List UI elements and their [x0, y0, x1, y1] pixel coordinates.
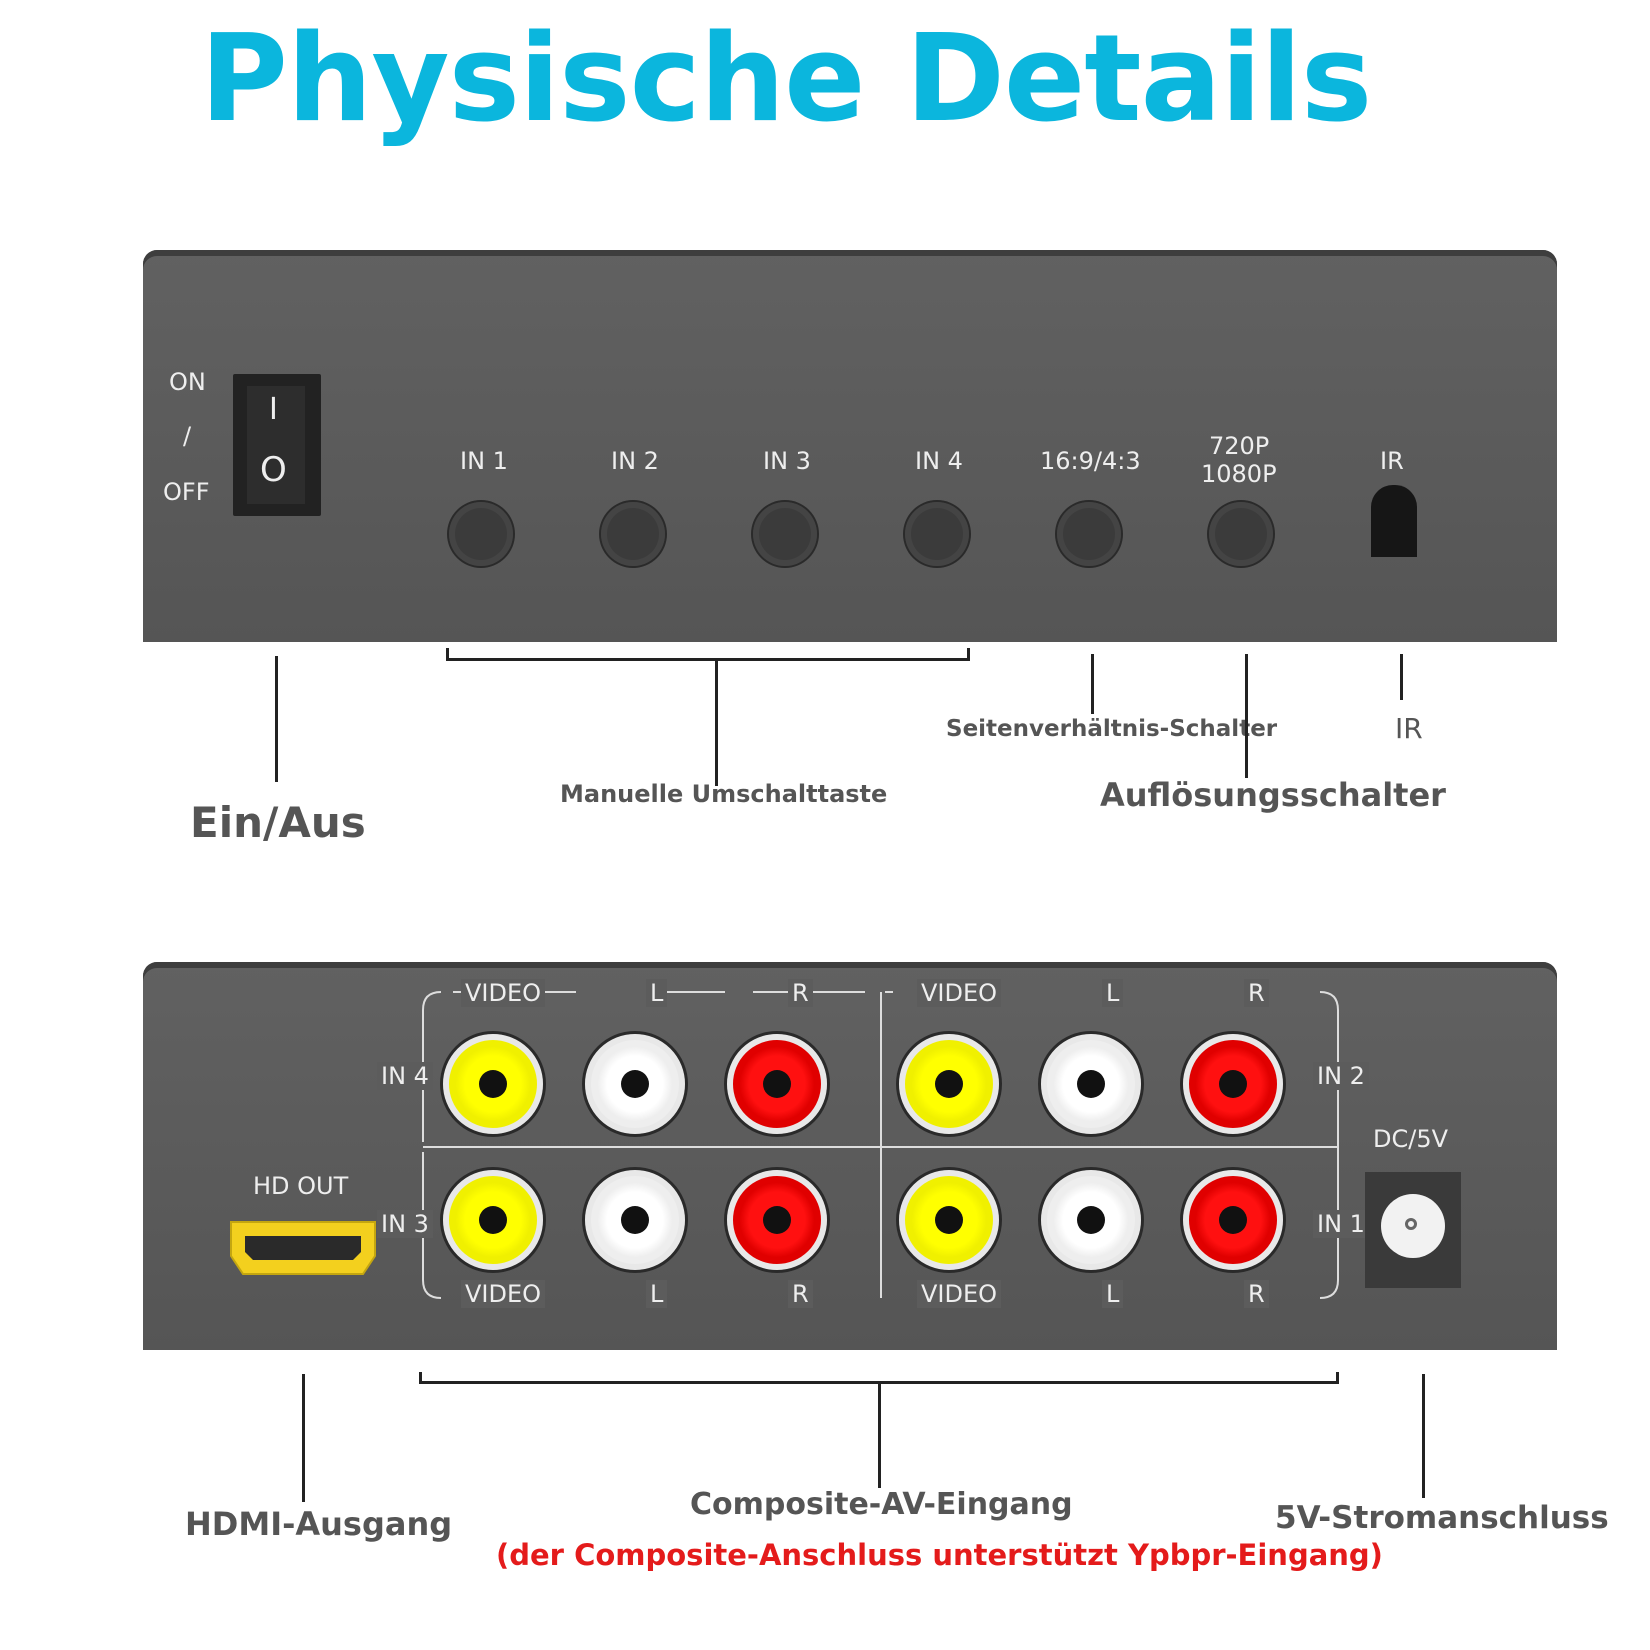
leader-composite-right — [1336, 1372, 1339, 1384]
aspect-button[interactable] — [1057, 502, 1121, 566]
rca-right-jack[interactable] — [727, 1034, 827, 1134]
rca-l-label: L — [1102, 979, 1124, 1007]
input-in1-label: IN 1 — [1313, 1210, 1369, 1238]
rca-video-label: VIDEO — [461, 1280, 546, 1308]
dc-jack[interactable] — [1381, 1194, 1445, 1258]
rca-hole — [621, 1206, 649, 1234]
rca-r-label: R — [1244, 979, 1269, 1007]
power-slash-label: / — [183, 422, 192, 450]
rca-hole — [763, 1070, 791, 1098]
power-rocker[interactable]: I O — [247, 386, 305, 504]
caption-resolution: Auflösungsschalter — [1100, 776, 1446, 814]
rca-hole — [1219, 1070, 1247, 1098]
hd-out-label: HD OUT — [253, 1172, 349, 1200]
rca-hole — [1219, 1206, 1247, 1234]
resolution-button[interactable] — [1209, 502, 1273, 566]
leader-manual-stem — [715, 660, 718, 786]
caption-aspect: Seitenverhältnis-Schalter — [946, 716, 1278, 742]
rca-video-label: VIDEO — [917, 979, 1002, 1007]
leader-composite-left — [419, 1372, 422, 1384]
leader-aspect — [1091, 654, 1094, 714]
rca-left-jack[interactable] — [1041, 1034, 1141, 1134]
leader-ir — [1400, 654, 1403, 700]
rca-hole — [1077, 1206, 1105, 1234]
rca-r-label: R — [788, 979, 813, 1007]
rca-l-label: L — [1102, 1280, 1124, 1308]
rca-video-jack[interactable] — [899, 1034, 999, 1134]
ir-panel-label: IR — [1380, 447, 1404, 475]
rca-hole — [621, 1070, 649, 1098]
caption-composite: Composite-AV-Eingang — [690, 1487, 1073, 1522]
leader-power — [275, 656, 278, 782]
in3-button[interactable] — [753, 502, 817, 566]
rca-left-jack[interactable] — [1041, 1170, 1141, 1270]
leader-manual-right — [967, 648, 970, 660]
leader-composite-bracket — [419, 1381, 1339, 1384]
rca-hole — [935, 1206, 963, 1234]
rca-frame — [422, 991, 1339, 1299]
rca-video-jack[interactable] — [443, 1034, 543, 1134]
caption-manual: Manuelle Umschalttaste — [560, 780, 888, 808]
power-off-label: OFF — [163, 478, 210, 506]
in1-button[interactable] — [449, 502, 513, 566]
rca-hole — [763, 1206, 791, 1234]
caption-composite-note: (der Composite-Anschluss unterstützt Ypb… — [496, 1538, 1383, 1572]
rocker-on-symbol: I — [269, 392, 278, 427]
in3-label: IN 3 — [763, 447, 811, 475]
in2-button[interactable] — [601, 502, 665, 566]
in4-label: IN 4 — [915, 447, 963, 475]
rca-l-label: L — [646, 979, 668, 1007]
rca-r-label: R — [788, 1280, 813, 1308]
rca-hole — [479, 1206, 507, 1234]
rca-video-jack[interactable] — [443, 1170, 543, 1270]
hdmi-port[interactable] — [225, 1216, 385, 1286]
rca-hole — [1077, 1070, 1105, 1098]
in1-label: IN 1 — [460, 447, 508, 475]
leader-composite-stem — [878, 1384, 881, 1488]
in4-button[interactable] — [905, 502, 969, 566]
leader-manual-bracket — [446, 658, 970, 661]
rca-video-label: VIDEO — [461, 979, 546, 1007]
dc-label: DC/5V — [1373, 1125, 1449, 1153]
caption-power: Ein/Aus — [190, 798, 366, 847]
power-on-label: ON — [169, 368, 206, 396]
res-label-1080: 1080P — [1201, 460, 1277, 488]
ir-sensor — [1371, 485, 1417, 557]
leader-hdmi — [302, 1374, 305, 1502]
aspect-label: 16:9/4:3 — [1040, 447, 1141, 475]
rca-left-jack[interactable] — [585, 1034, 685, 1134]
rca-right-jack[interactable] — [1183, 1034, 1283, 1134]
page-title: Physische Details — [200, 10, 1372, 149]
power-switch[interactable]: I O — [233, 374, 321, 516]
rca-r-label: R — [1244, 1280, 1269, 1308]
rocker-off-symbol: O — [260, 450, 287, 490]
leader-manual-left — [446, 648, 449, 660]
front-panel: ON / OFF I O IN 1 IN 2 IN 3 IN 4 16:9/4:… — [143, 250, 1557, 642]
rca-hole — [935, 1070, 963, 1098]
rca-hole — [479, 1070, 507, 1098]
dc-jack-housing — [1365, 1172, 1461, 1288]
leader-power-jack — [1422, 1374, 1425, 1498]
caption-power-jack: 5V-Stromanschluss — [1275, 1500, 1609, 1536]
input-in4-label: IN 4 — [377, 1062, 433, 1090]
res-label-720: 720P — [1209, 432, 1270, 460]
rear-panel: HD OUT VIDEO L R VIDEO L R VIDEO L R VIDEO L R IN 4 I… — [143, 962, 1557, 1350]
input-in3-label: IN 3 — [377, 1210, 433, 1238]
in2-label: IN 2 — [611, 447, 659, 475]
caption-hdmi: HDMI-Ausgang — [185, 1505, 453, 1543]
rca-right-jack[interactable] — [1183, 1170, 1283, 1270]
rca-right-jack[interactable] — [727, 1170, 827, 1270]
leader-resolution — [1245, 654, 1248, 778]
caption-ir: IR — [1395, 712, 1423, 745]
rca-l-label: L — [646, 1280, 668, 1308]
rca-video-label: VIDEO — [917, 1280, 1002, 1308]
input-in2-label: IN 2 — [1313, 1062, 1369, 1090]
rca-left-jack[interactable] — [585, 1170, 685, 1270]
rca-video-jack[interactable] — [899, 1170, 999, 1270]
